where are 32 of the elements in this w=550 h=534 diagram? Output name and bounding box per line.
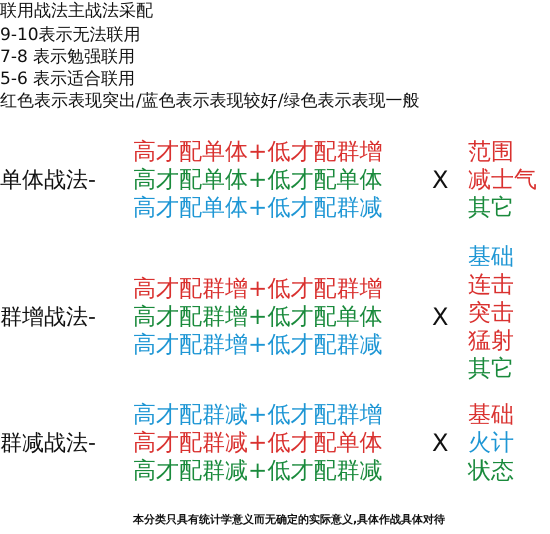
combination-text: 高才配群减+低才配群增 — [133, 402, 382, 428]
tag-text: 猛射 — [468, 328, 514, 354]
group-label: 单体战法- — [0, 168, 96, 194]
tag-text: 状态 — [468, 458, 514, 484]
tag-text: 突击 — [468, 300, 514, 326]
note-text: 9-10表示无法联用 — [0, 26, 141, 46]
tag-text: 基础 — [468, 244, 514, 270]
title-text: 联用战法主战法采配 — [0, 2, 153, 22]
tag-text: 火计 — [468, 430, 514, 456]
combination-text: 高才配群减+低才配群减 — [133, 458, 382, 484]
combination-text: 高才配群增+低才配群减 — [133, 332, 382, 358]
tag-text: 范围 — [468, 139, 514, 166]
tag-text: 连击 — [468, 272, 514, 298]
combination-text: 高才配群减+低才配单体 — [133, 430, 382, 456]
tag-text: 减士气 — [468, 167, 537, 194]
multiply-sign: X — [432, 304, 448, 332]
tag-text: 其它 — [468, 356, 514, 382]
note-text: 5-6 表示适合联用 — [0, 70, 136, 90]
note-text: 7-8 表示勉强联用 — [0, 48, 136, 68]
note-text: 红色表示表现突出/蓝色表示表现较好/绿色表示表现一般 — [0, 92, 420, 112]
tag-text: 其它 — [468, 195, 514, 222]
tag-text: 基础 — [468, 402, 514, 428]
combination-text: 高才配群增+低才配单体 — [133, 304, 382, 330]
multiply-sign: X — [432, 430, 448, 458]
multiply-sign: X — [432, 167, 448, 195]
combination-text: 高才配单体+低才配单体 — [133, 167, 382, 194]
combination-text: 高才配单体+低才配群减 — [133, 195, 382, 222]
combination-text: 高才配单体+低才配群增 — [133, 139, 382, 166]
group-label: 群减战法- — [0, 431, 96, 456]
combination-text: 高才配群增+低才配群增 — [133, 276, 382, 302]
group-label: 群增战法- — [0, 305, 96, 330]
footnote-text: 本分类只具有统计学意义而无确定的实际意义,具体作战具体对待 — [133, 514, 446, 527]
